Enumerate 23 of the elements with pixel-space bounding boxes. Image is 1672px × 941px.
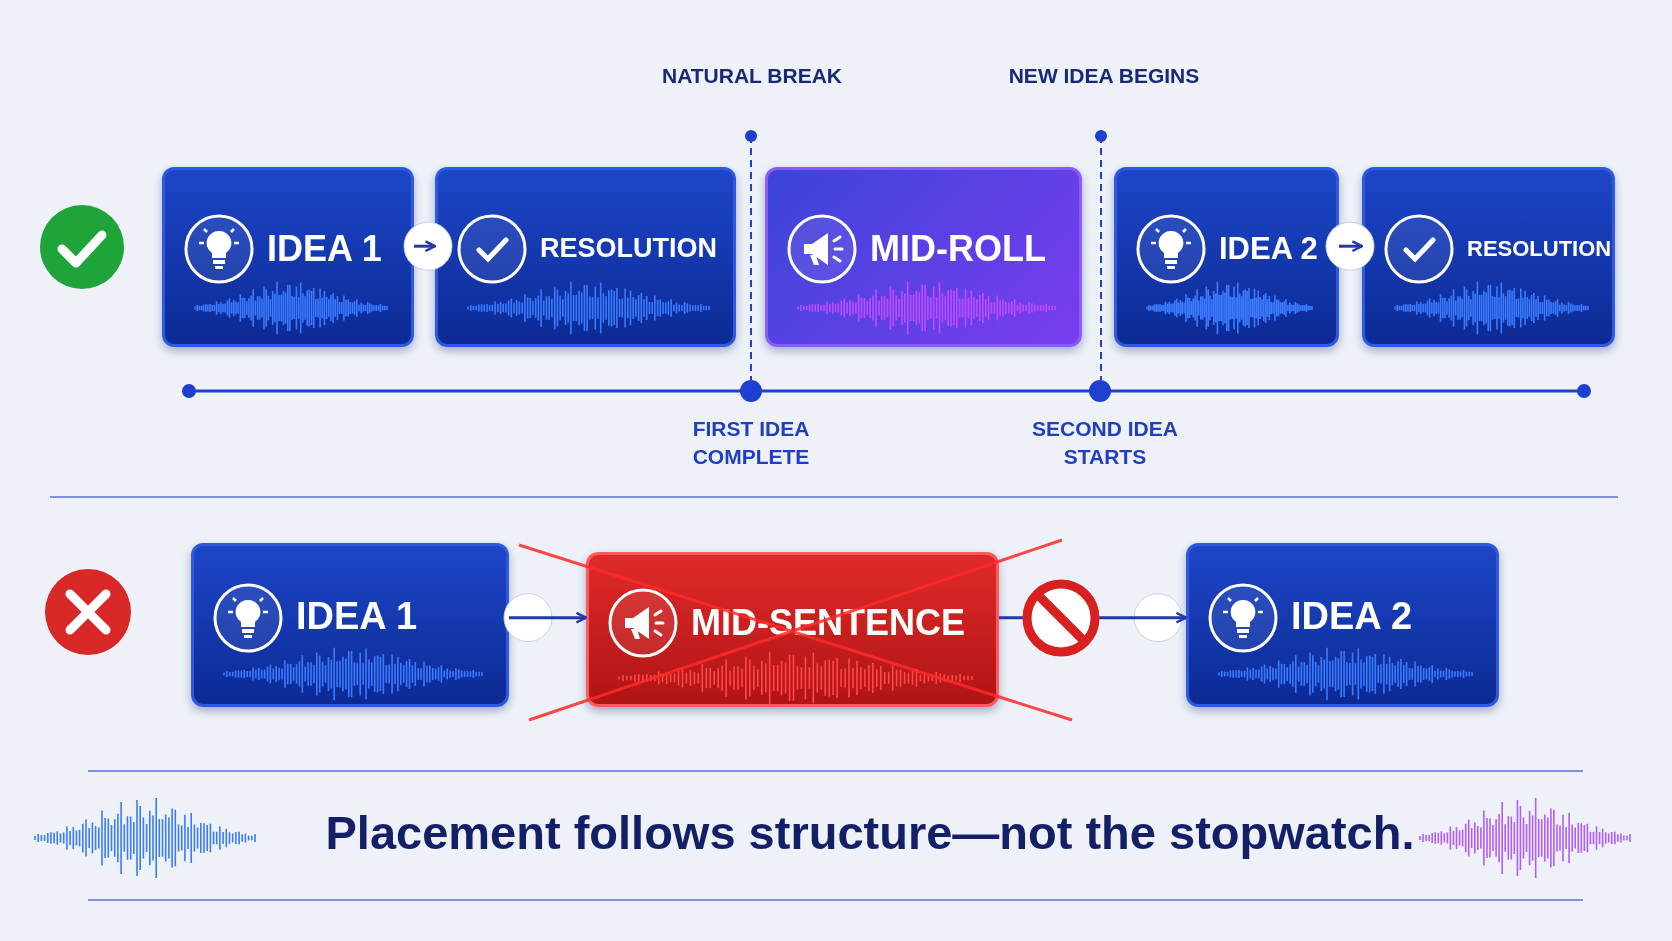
arrow	[1339, 240, 1364, 253]
segment-card	[1114, 167, 1339, 347]
segment-card	[162, 167, 414, 347]
caption: Placement follows structure—not the stopwatch.	[324, 805, 1416, 860]
segment-label: IDEA 2	[1291, 595, 1413, 639]
segment-label: RESOLUTION	[540, 233, 717, 264]
segment-label: MID-SENTENCE	[691, 601, 965, 644]
segment-label: IDEA 1	[267, 227, 382, 270]
timeline-label: SECOND IDEA STARTS	[1031, 416, 1179, 470]
arrow	[509, 611, 588, 624]
segment-card	[435, 167, 736, 347]
timeline-label: NEW IDEA BEGINS	[1007, 63, 1201, 89]
segment-card	[191, 543, 509, 707]
segment-label: IDEA 2	[1219, 230, 1318, 267]
segment-label: IDEA 1	[296, 595, 418, 639]
segment-label: MID-ROLL	[870, 227, 1046, 270]
arrow	[414, 240, 437, 253]
timeline-label: NATURAL BREAK	[660, 63, 844, 89]
segment-card	[1186, 543, 1499, 707]
timeline-label: FIRST IDEA COMPLETE	[691, 416, 811, 470]
segment-label: RESOLUTION	[1467, 236, 1612, 262]
segment-card	[765, 167, 1082, 347]
segment-card	[1362, 167, 1615, 347]
